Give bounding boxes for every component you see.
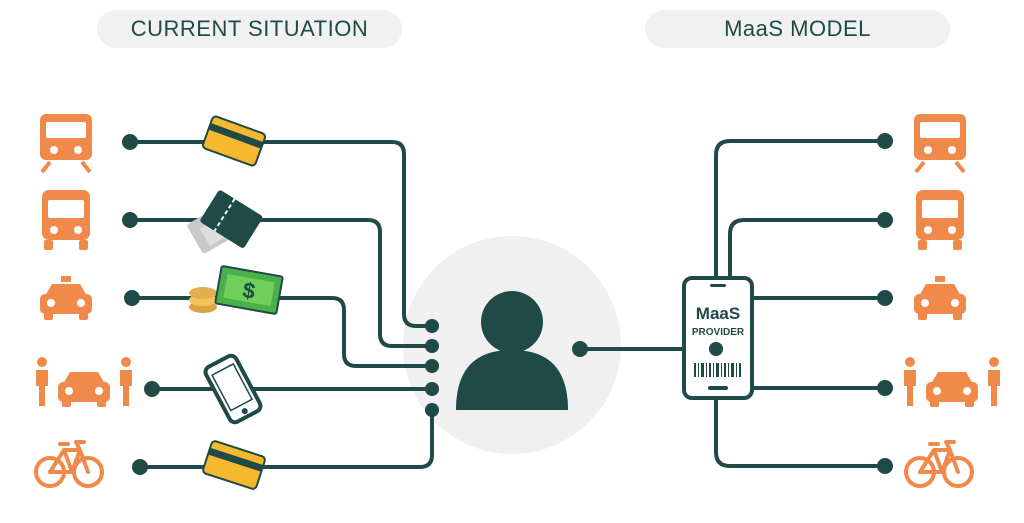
right-train-icon	[912, 112, 968, 174]
card-icon-1	[200, 114, 268, 168]
left-train-icon	[38, 112, 94, 174]
cash-icon: $	[189, 265, 284, 315]
user-icon	[456, 291, 568, 410]
current-situation-title: CURRENT SITUATION	[97, 10, 402, 48]
right-endpoints	[877, 133, 893, 474]
provider-text: PROVIDER	[692, 327, 745, 338]
barcode-icon	[694, 363, 741, 377]
maas-provider-phone: MaaS PROVIDER	[682, 276, 754, 400]
svg-text:$: $	[241, 277, 257, 304]
left-bus-icon	[42, 190, 90, 250]
left-connection-lines	[130, 140, 434, 469]
right-bicycle-icon	[904, 440, 974, 488]
right-taxi-icon	[914, 276, 966, 320]
smartphone-icon	[203, 353, 263, 425]
left-taxi-icon	[40, 276, 92, 320]
left-bicycle-icon	[34, 440, 104, 488]
maas-model-title: MaaS MODEL	[645, 10, 950, 48]
maas-text: MaaS	[696, 304, 740, 323]
left-car-sharing-icon	[36, 357, 132, 407]
right-car-sharing-icon	[904, 357, 1000, 407]
ticket-icon	[187, 190, 263, 254]
left-endpoints	[122, 134, 439, 475]
right-connection-lines	[714, 139, 885, 468]
right-bus-icon	[916, 190, 964, 250]
card-icon-2	[201, 439, 267, 491]
